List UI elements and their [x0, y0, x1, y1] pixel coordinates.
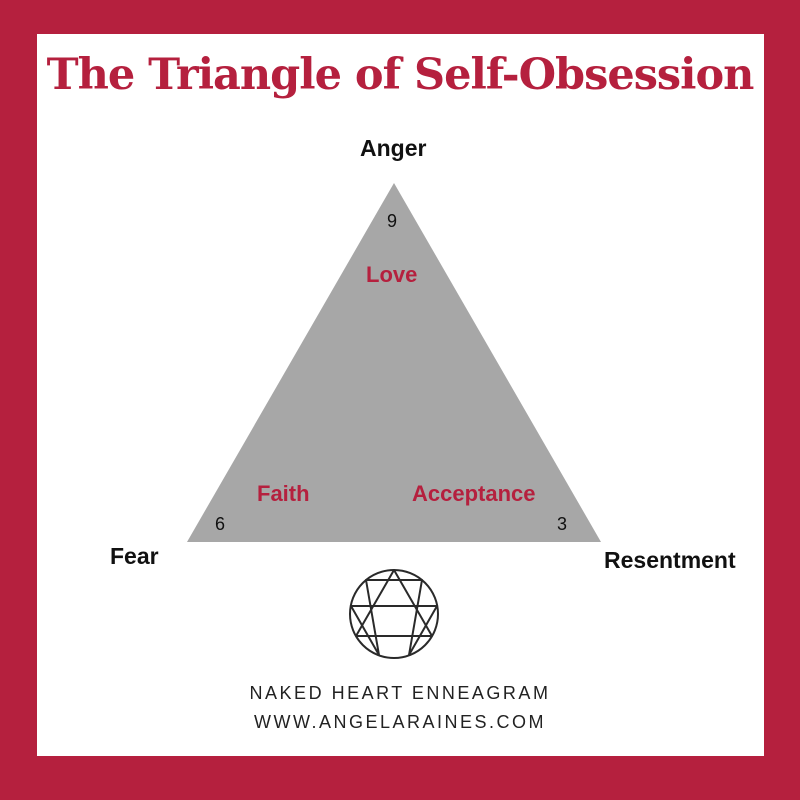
virtue-label-right: Acceptance: [412, 481, 536, 506]
virtue-label-top: Love: [366, 262, 418, 287]
footer-brand: NAKED HEART ENNEAGRAM: [249, 683, 551, 703]
triangle-shape: [187, 183, 601, 542]
footer-url: WWW.ANGELARAINES.COM: [253, 712, 546, 732]
vertex-number-top: 9: [387, 211, 398, 231]
virtue-label-left: Faith: [257, 481, 310, 506]
vertex-number-right: 3: [557, 514, 568, 534]
vertex-label-left: Fear: [110, 543, 159, 569]
vertex-label-right: Resentment: [604, 547, 736, 573]
page-title: The Triangle of Self-Obsession: [46, 50, 755, 100]
vertex-number-left: 6: [215, 514, 226, 534]
vertex-label-top: Anger: [360, 135, 427, 161]
enneagram-icon: [349, 569, 439, 659]
